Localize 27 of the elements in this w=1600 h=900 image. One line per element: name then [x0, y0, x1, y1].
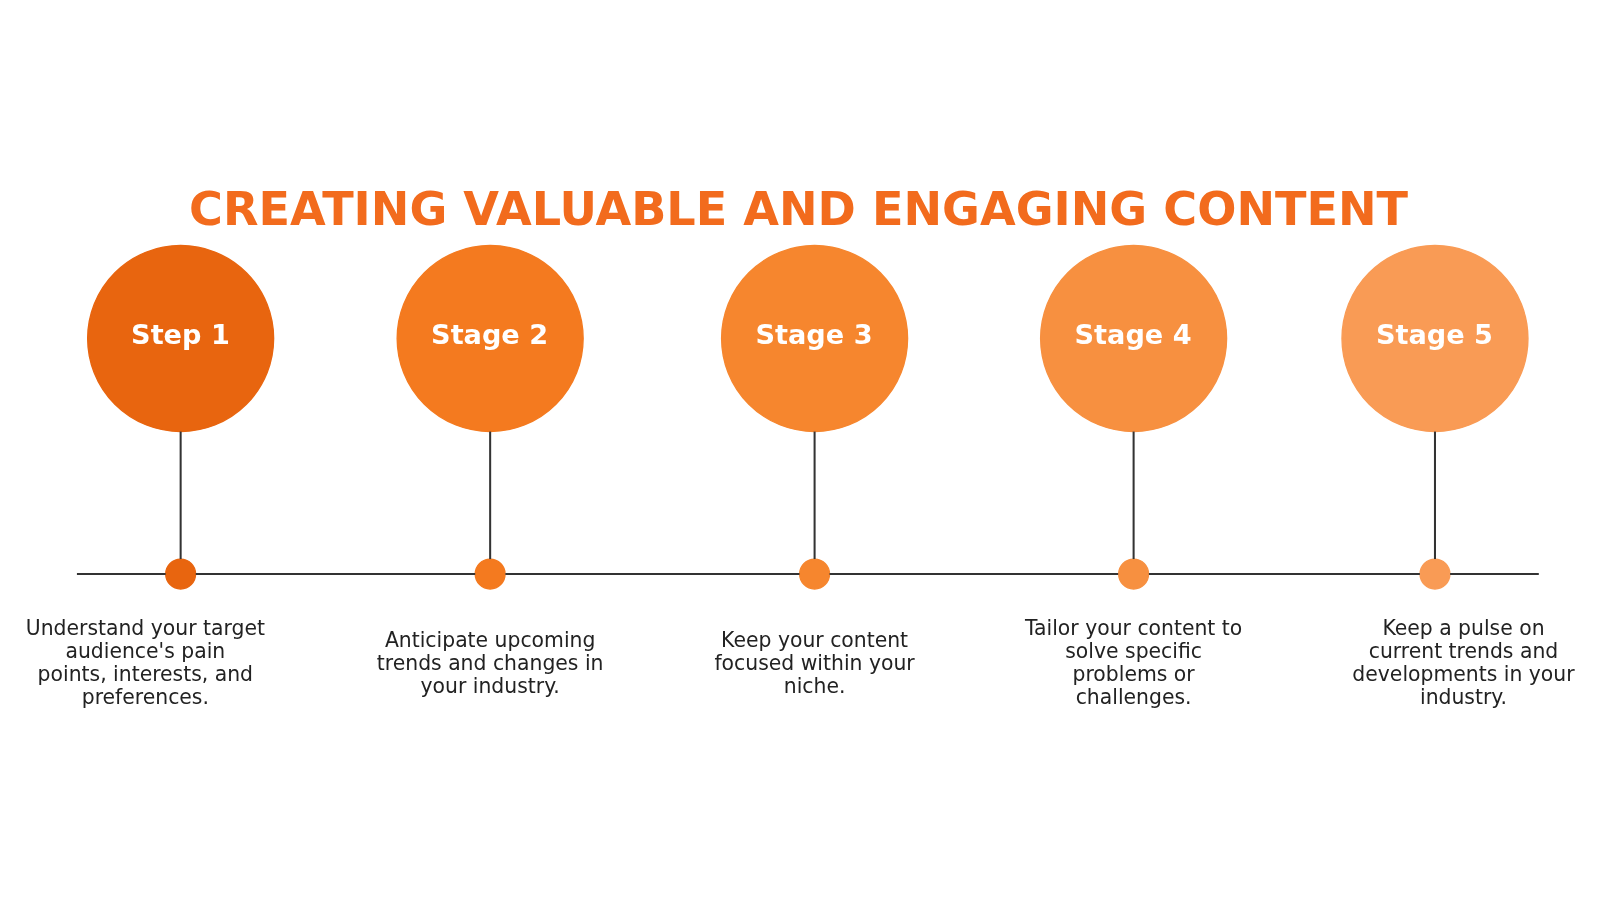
node-circle: Step 1	[86, 244, 275, 432]
connector	[1148, 572, 1420, 575]
connector	[1433, 431, 1436, 559]
connector	[1132, 431, 1135, 559]
connector	[1450, 572, 1539, 575]
connector	[829, 572, 1119, 575]
connector	[813, 431, 816, 559]
node-label: Anticipate upcoming trends and changes in your industry.	[376, 627, 604, 698]
node-circle: Stage 3	[720, 244, 909, 432]
node-circle	[165, 557, 197, 590]
connector	[505, 572, 800, 575]
node-label: Tailor your content to solve specific problems or challenges.	[1024, 615, 1243, 709]
connector	[489, 431, 492, 559]
node-circle	[1419, 557, 1451, 590]
node-circle	[1118, 557, 1150, 590]
node-label: Understand your target audience's pain points, interests, and preferences.	[25, 615, 265, 709]
connector	[179, 431, 182, 559]
diagram-title: CREATING VALUABLE AND ENGAGING CONTENT	[189, 181, 1409, 236]
node-label: Keep a pulse on current trends and developments in your industry.	[1352, 615, 1575, 709]
node-circle: Stage 5	[1341, 244, 1529, 432]
node-circle: Stage 4	[1039, 244, 1228, 432]
node-label: Keep your content focused within your niche.	[714, 627, 915, 698]
node-circle	[799, 557, 831, 590]
node-circle	[474, 557, 506, 590]
connector	[76, 572, 166, 575]
connector	[195, 572, 476, 575]
node-circle: Stage 2	[396, 244, 584, 432]
